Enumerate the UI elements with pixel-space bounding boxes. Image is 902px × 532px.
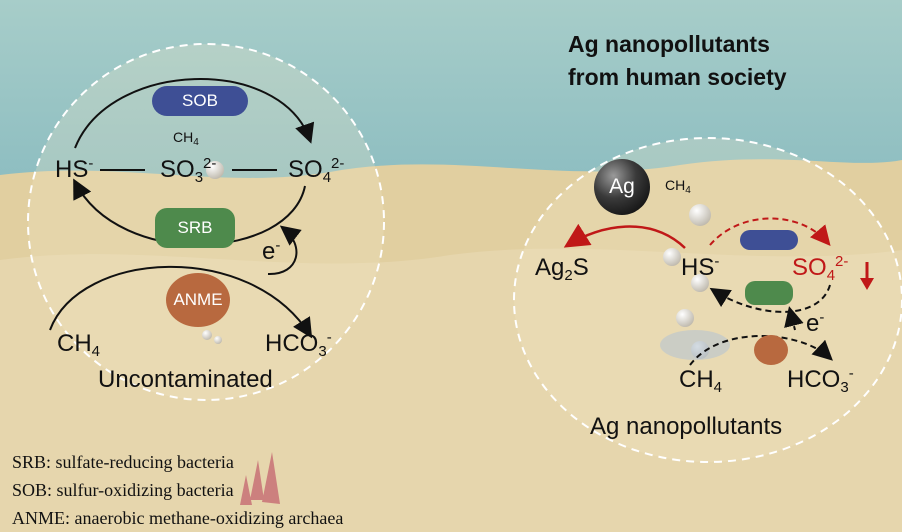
- ag-nanopollutants-caption: Ag nanopollutants: [590, 413, 783, 440]
- ag-nanoparticle: [594, 159, 650, 215]
- sob-cell: [740, 230, 798, 250]
- ch4-small-right: CH4: [665, 177, 691, 196]
- title-line1: Ag nanopollutants: [568, 31, 770, 57]
- hco3-left: HCO3-: [265, 329, 332, 360]
- title-line2: from human society: [568, 64, 787, 90]
- legend-anme: ANME: anaerobic methane-oxidizing archae…: [12, 508, 344, 528]
- ag2s: Ag2S: [535, 254, 589, 284]
- legend-sob: SOB: sulfur-oxidizing bacteria: [12, 480, 234, 500]
- ch4-small-left: CH4: [173, 129, 199, 148]
- ag-label: Ag: [609, 175, 635, 198]
- hs-right: HS-: [681, 253, 720, 281]
- title: Ag nanopollutants from human society: [568, 28, 787, 94]
- electron-left: e-: [262, 237, 281, 265]
- srb-cell: [745, 281, 793, 305]
- hs-left: HS-: [55, 155, 94, 183]
- anme-cell: [754, 335, 788, 365]
- so4-left: SO42-: [288, 155, 345, 186]
- srb-label: SRB: [177, 218, 213, 237]
- hco3-right: HCO3-: [787, 365, 854, 396]
- ch4-right: CH4: [679, 366, 723, 396]
- sob-label: SOB: [182, 91, 218, 110]
- anme-label: ANME: [173, 290, 223, 309]
- so4-right: SO42-: [792, 253, 849, 284]
- uncontaminated-caption: Uncontaminated: [98, 366, 273, 393]
- electron-right: e-: [806, 309, 825, 337]
- so3-left: SO32-: [160, 155, 217, 186]
- legend-srb: SRB: sulfate-reducing bacteria: [12, 452, 234, 472]
- contaminated-circle: [513, 137, 902, 463]
- ch4-left: CH4: [57, 330, 101, 360]
